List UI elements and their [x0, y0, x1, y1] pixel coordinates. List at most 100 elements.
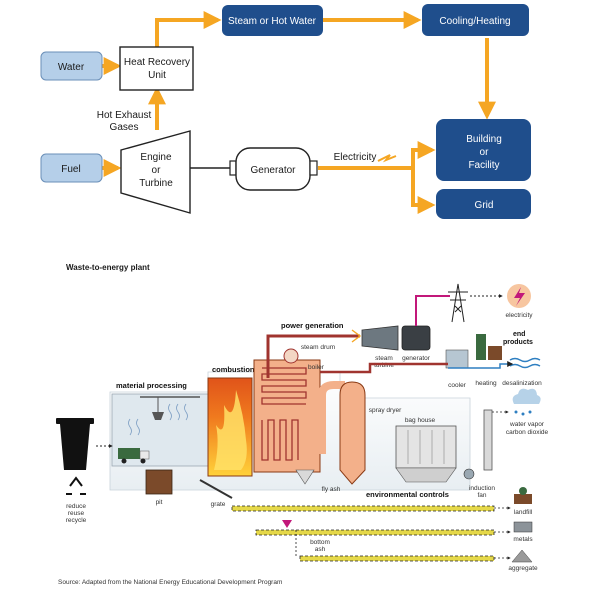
cooling-heating-label: Cooling/Heating	[439, 16, 510, 27]
cloud-icon	[512, 388, 541, 404]
induction-fan-label-1: induction	[469, 485, 495, 492]
metals-icon	[513, 521, 533, 533]
water-vapor-label-1: water vapor	[509, 421, 545, 428]
lightning-icon	[377, 154, 397, 163]
steam-box	[222, 5, 323, 36]
heating-label: heating	[475, 380, 497, 387]
reduce-label: reduce	[66, 503, 86, 510]
boiler-label: boiler	[308, 364, 325, 371]
bottom-ash-label-1: bottom	[310, 539, 330, 546]
combustion-label: combustion	[212, 365, 255, 374]
exhaust-label-2: Gases	[110, 122, 139, 133]
steam-turbine-label-2: turbine	[374, 362, 394, 369]
recycle-icon	[66, 476, 86, 495]
reuse-label: reuse	[68, 510, 85, 517]
flame-shape	[214, 390, 247, 470]
cooler-label: cooler	[448, 382, 467, 389]
source-caption: Source: Adapted from the National Energy…	[58, 579, 282, 586]
conveyor-3	[299, 555, 495, 562]
pit-label: pit	[156, 499, 163, 506]
desalinization-label: desalinization	[502, 380, 542, 387]
engine-turbine-shape	[120, 130, 191, 214]
steam-arrow	[351, 329, 362, 343]
heat-out-pipe	[448, 361, 514, 369]
wte-generator-label: generator	[402, 355, 431, 362]
trash-can-lid	[56, 418, 94, 424]
cooler	[445, 349, 469, 369]
spray-dryer	[339, 381, 366, 485]
electricity-icon	[514, 287, 525, 306]
fly-ash-hopper-1	[295, 469, 315, 485]
building-label-3: Facility	[468, 160, 499, 171]
landfill-icon	[514, 494, 532, 504]
return-pipe	[320, 362, 448, 374]
steam-turbine	[361, 325, 399, 351]
wte-title: Waste-to-energy plant	[66, 263, 150, 272]
water-vapor-label-2: carbon dioxide	[506, 429, 549, 436]
recycle-label: recycle	[66, 517, 87, 524]
end-products-label-1: end	[513, 331, 525, 338]
engine-label-2: or	[152, 165, 162, 176]
desalinization-icon	[509, 357, 541, 363]
desalinization-icon-2	[509, 363, 541, 369]
heating-building-2	[488, 346, 502, 360]
pylon-icon	[448, 283, 468, 323]
steam-drum-label: steam drum	[301, 344, 335, 351]
flue-duct	[310, 381, 345, 454]
wte-diagram: Waste-to-energy plant material processin…	[56, 263, 549, 586]
building-label-2: or	[480, 147, 490, 158]
bag-house-label: bag house	[405, 417, 436, 424]
bag-house-bags	[407, 430, 445, 464]
generator-label: Generator	[250, 165, 296, 176]
truck-cab	[139, 450, 150, 460]
building-label-1: Building	[466, 134, 502, 145]
metals-label: metals	[513, 536, 533, 543]
generator-cap-left	[229, 160, 237, 176]
boiler-coils	[261, 367, 307, 461]
exhaust-label-1: Hot Exhaust	[97, 110, 152, 121]
environmental-controls-label: environmental controls	[366, 490, 449, 499]
truck-body	[118, 448, 140, 459]
chp-arrows	[102, 11, 496, 214]
fuel-label: Fuel	[61, 164, 80, 175]
steam-pipe	[266, 334, 360, 378]
building-box	[436, 119, 531, 181]
fly-ash-label: fly ash	[322, 486, 341, 493]
engine-label-1: Engine	[140, 152, 172, 163]
heat-recovery-label-2: Unit	[148, 70, 166, 81]
steam-turbine-label-1: steam	[375, 355, 393, 362]
electricity-wte-label: electricity	[505, 312, 533, 319]
electricity-label: Electricity	[334, 152, 377, 163]
induction-fan	[463, 468, 475, 480]
cooling-heating-box	[422, 4, 529, 36]
power-generation-label: power generation	[281, 321, 344, 330]
grid-label: Grid	[475, 200, 494, 211]
grid-box	[436, 189, 531, 219]
droplets-icon	[514, 410, 532, 416]
landfill-label: landfill	[514, 509, 533, 516]
spray-dryer-label: spray dryer	[369, 407, 402, 414]
bottom-ash-label-2: ash	[315, 546, 326, 553]
fuel-box	[40, 153, 103, 183]
boiler	[253, 359, 321, 473]
grate-bar	[199, 479, 233, 499]
pit	[145, 469, 173, 495]
engine-label-3: Turbine	[139, 178, 173, 189]
water-label: Water	[58, 62, 85, 73]
truck-wheel-2	[140, 458, 146, 464]
conveyor-1	[231, 505, 495, 512]
generator-cap-right	[309, 160, 318, 176]
conveyor-2	[255, 529, 495, 536]
heat-recovery-label-1: Heat Recovery	[124, 57, 190, 68]
power-line	[415, 295, 450, 326]
bag-house-hopper	[395, 467, 457, 483]
end-products-label-2: products	[503, 339, 533, 346]
vapor-lines	[128, 403, 188, 436]
trash-can-icon	[60, 424, 90, 470]
steam-drum	[283, 348, 299, 364]
bag-house	[395, 425, 457, 469]
wte-generator	[401, 325, 431, 351]
aggregate-icon	[511, 549, 533, 563]
water-box	[40, 51, 103, 81]
truck-wheel-1	[121, 458, 127, 464]
